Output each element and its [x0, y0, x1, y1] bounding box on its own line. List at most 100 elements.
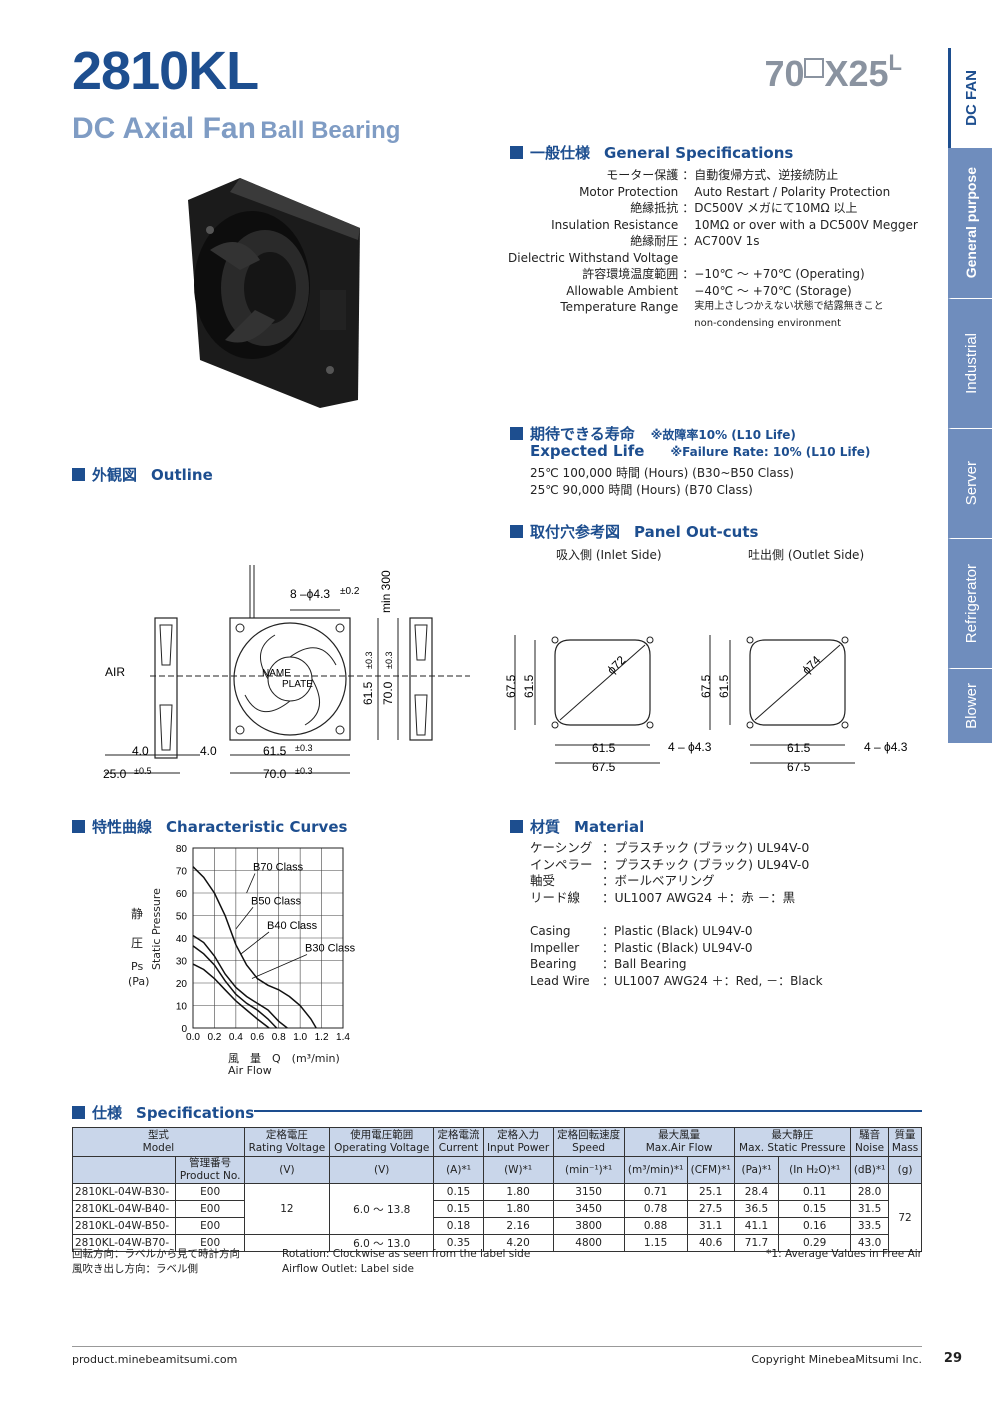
th-unit: (V)	[328, 1156, 435, 1184]
th-unit: (V)	[243, 1156, 330, 1184]
th-en: Operating Voltage	[334, 1142, 430, 1154]
inlet-dia: ϕ72	[604, 653, 628, 677]
spec-key-jp: モーター保護	[606, 168, 679, 182]
specs-rule	[254, 1110, 922, 1112]
y-axis-pa: (Pa)	[128, 975, 150, 988]
heading-jp: 材質	[530, 818, 561, 836]
spec-val: −40℃ ～ +70℃ (Storage)	[694, 283, 852, 298]
leader-line	[251, 954, 308, 979]
heading-en: Material	[574, 818, 645, 836]
cell-cfm: 40.6	[686, 1234, 735, 1252]
th-unit: (min⁻¹)*¹	[552, 1156, 625, 1184]
spec-val: non-condensing environment	[694, 317, 842, 329]
th-jp: 定格回転速度	[557, 1129, 621, 1141]
life-line-1: 25℃ 100,000 時間 (Hours) (B30~B50 Class)	[530, 466, 794, 480]
table-row: 2810KL-04W-B70- E00 6.0 ～ 13.0 0.35 4.20…	[71, 1234, 922, 1252]
cell-speed: 3150	[552, 1183, 625, 1201]
series-line	[192, 945, 278, 1029]
inlet-outcut: 67.5 61.5 ϕ72 61.5 67.5 4 – ϕ4.3	[504, 635, 712, 774]
th-en: Noise	[855, 1142, 885, 1154]
outlet-dim-61-5-v: 61.5	[717, 674, 731, 698]
x-tick-label: 1.0	[293, 1032, 307, 1043]
dim-25-tol: ±0.5	[134, 766, 151, 776]
cell-cfm: 31.1	[686, 1217, 735, 1235]
page-number: 29	[943, 1351, 962, 1366]
cell-op-voltage: 6.0 ～ 13.0	[328, 1234, 435, 1252]
heading-jp: 一般仕様	[530, 144, 591, 162]
th-jp: 型式	[147, 1129, 169, 1141]
series-label: B50 Class	[251, 895, 302, 907]
th-unit: (m³/min)*¹	[623, 1156, 688, 1184]
footer-copyright: Copyright MinebeaMitsumi Inc.	[751, 1353, 922, 1366]
cell-op-voltage: 6.0 ～ 13.8	[328, 1183, 435, 1235]
x-axis-en: Air Flow	[228, 1064, 272, 1077]
square-bullet-icon	[72, 1106, 85, 1119]
cell-pa: 71.7	[733, 1234, 780, 1252]
spec-val: 実用上さしつかえない状態で結露無きこと	[694, 301, 884, 312]
material-table-jp: ケーシング：プラスチック (ブラック) UL94V-0 インペラー：プラスチック…	[530, 840, 810, 905]
table-row: 2810KL-04W-B40- E00 0.15 1.80 3450 0.78 …	[71, 1200, 922, 1218]
th-unit: (W)*¹	[482, 1156, 554, 1184]
cell-current: 0.15	[433, 1200, 484, 1218]
cell-model: 2810KL-04W-B30-	[71, 1183, 177, 1201]
th-jp: 最大風量	[658, 1129, 701, 1141]
note-average: *1: Average Values in Free Air	[766, 1248, 922, 1260]
cell-pa: 28.4	[733, 1183, 780, 1201]
cell-rated-voltage: 12	[243, 1183, 330, 1235]
life-note-jp: ※故障率10% (L10 Life)	[650, 428, 796, 442]
cell-current: 0.18	[433, 1217, 484, 1235]
cell-product-no: E00	[175, 1234, 245, 1252]
material-val: プラスチック (ブラック) UL94V-0	[614, 856, 810, 872]
tab-label: DC FAN	[963, 70, 980, 126]
tab-industrial[interactable]: Industrial	[948, 298, 992, 428]
spec-val-en: Auto Restart / Polarity Protection	[694, 184, 891, 199]
th-jp: 定格入力	[497, 1129, 540, 1141]
th-en: Product No.	[179, 1170, 241, 1182]
tab-dc-fan[interactable]: DC FAN	[948, 48, 992, 148]
dim-61-5-h: 61.5	[263, 744, 287, 758]
tab-blower[interactable]: Blower	[948, 668, 992, 743]
th-unit: (g)	[888, 1156, 922, 1184]
cell-current: 0.35	[433, 1234, 484, 1252]
heading-en: Expected Life	[530, 442, 645, 460]
inlet-holes: 4 – ϕ4.3	[668, 740, 712, 754]
dim-25: 25.0	[103, 767, 127, 781]
th-unit: (A)*¹	[433, 1156, 484, 1184]
cell-m3min: 1.15	[623, 1234, 688, 1252]
cell-m3min: 0.78	[623, 1200, 688, 1218]
outlet-holes: 4 – ϕ4.3	[864, 740, 908, 754]
spec-val-jp: DC500V メガにて10MΩ 以上	[694, 201, 858, 215]
table-row: 2810KL-04W-B30- E00 12 6.0 ～ 13.8 0.15 1…	[71, 1183, 922, 1252]
heading-en: Panel Out-cuts	[634, 523, 759, 541]
tab-general-purpose[interactable]: General purpose	[948, 148, 992, 298]
outlet-dim-61-5-h: 61.5	[787, 741, 811, 755]
name-plate-1: NAME	[262, 668, 291, 679]
tab-label: Server	[963, 461, 980, 506]
tab-refrigerator[interactable]: Refrigerator	[948, 538, 992, 668]
th-jp: 定格電流	[437, 1129, 480, 1141]
th-en: Input Power	[486, 1142, 550, 1154]
outlet-dia: ϕ74	[799, 653, 823, 677]
cell-speed: 3450	[552, 1200, 625, 1218]
cell-noise: 31.5	[850, 1200, 890, 1218]
material-val: プラスチック (ブラック) UL94V-0	[614, 840, 810, 855]
cell-product-no: E00	[175, 1200, 245, 1218]
heading-jp: 仕様	[92, 1104, 123, 1122]
dim-4-0-b: 4.0	[200, 744, 217, 758]
spec-key-jp: 許容環境温度範囲	[582, 267, 679, 281]
tab-server[interactable]: Server	[948, 428, 992, 538]
inlet-dim-61-5-h: 61.5	[592, 741, 616, 755]
x-tick-label: 1.2	[315, 1032, 329, 1043]
footer-url[interactable]: product.minebeamitsumi.com	[72, 1353, 238, 1366]
x-tick-label: 0.8	[272, 1032, 286, 1043]
cell-cfm: 25.1	[686, 1183, 735, 1201]
size-b: X25	[824, 53, 889, 94]
spec-key-jp: 絶縁抵抗	[630, 201, 679, 215]
material-val: Ball Bearing	[614, 957, 687, 971]
